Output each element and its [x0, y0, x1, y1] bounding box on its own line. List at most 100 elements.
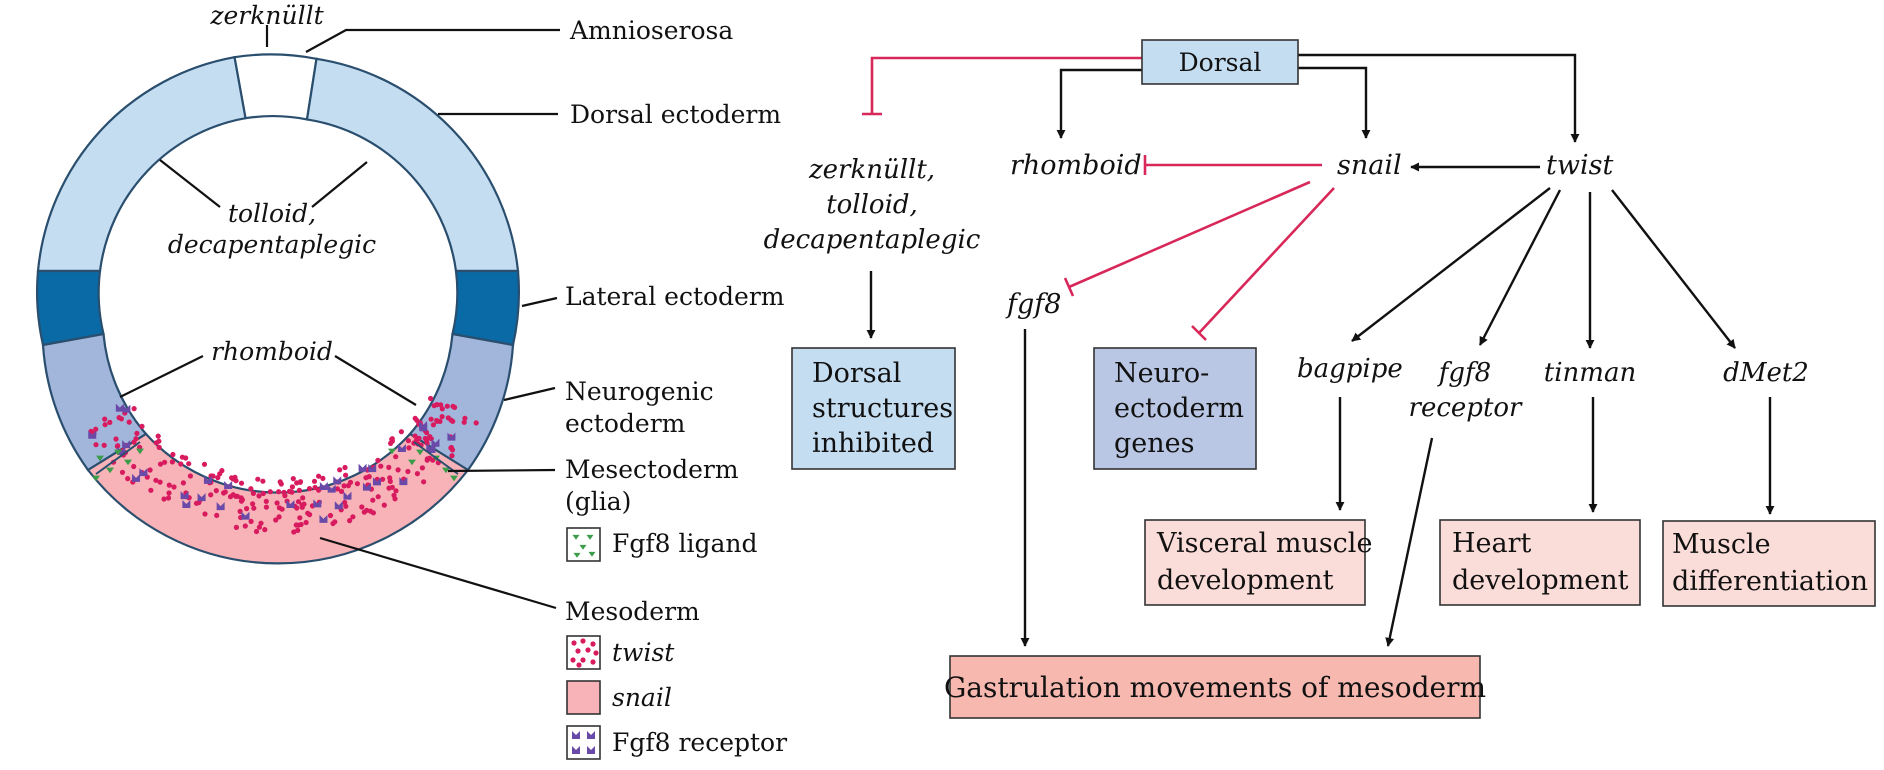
- twist-dot: [419, 465, 425, 471]
- ring-lateral-ectoderm-right: [451, 269, 520, 347]
- twist-dot: [293, 522, 299, 528]
- ligand-mark: [572, 534, 580, 540]
- twist-dot: [297, 515, 303, 521]
- gene-zerknullt-line3: decapentaplegic: [764, 225, 981, 255]
- twist-dot: [462, 415, 468, 421]
- label-dorsal-ectoderm: Dorsal ectoderm: [570, 100, 781, 129]
- legend-label-snail: snail: [612, 683, 672, 712]
- receptor-mark: [427, 445, 436, 454]
- twist-dot: [571, 640, 577, 646]
- twist-dot: [157, 461, 164, 467]
- twist-dot: [343, 503, 349, 509]
- twist-dot: [233, 524, 239, 531]
- ligand-mark: [573, 552, 581, 558]
- twist-dot: [260, 490, 266, 497]
- receptor-mark: [343, 491, 352, 500]
- label-rhomboid-inner: rhomboid: [211, 337, 333, 366]
- twist-dot: [208, 492, 214, 498]
- twist-dot: [434, 417, 440, 424]
- twist-dot: [93, 442, 99, 448]
- edge-dorsal-to-snail: [1298, 66, 1371, 139]
- twist-dot: [274, 500, 280, 506]
- twist-dot: [102, 416, 108, 422]
- twist-dot: [262, 527, 268, 533]
- twist-dot: [307, 511, 313, 518]
- twist-dot: [148, 487, 154, 493]
- twist-dot: [196, 499, 202, 506]
- twist-dot: [387, 475, 393, 481]
- receptor-mark: [180, 491, 189, 500]
- label-tolloid-line2: decapentaplegic: [168, 230, 376, 259]
- twist-dot: [237, 508, 243, 514]
- twist-dot: [260, 478, 266, 484]
- twist-dot: [161, 496, 167, 502]
- twist-dot: [570, 657, 576, 663]
- twist-dot: [320, 475, 326, 481]
- twist-dot: [291, 529, 297, 535]
- receptor-mark: [333, 476, 342, 485]
- twist-dot: [214, 512, 220, 519]
- legend-label-receptor: Fgf8 receptor: [612, 728, 787, 757]
- twist-dot: [290, 476, 296, 482]
- receptor-mark: [182, 499, 191, 508]
- twist-dot: [178, 461, 184, 467]
- receptor-mark: [216, 502, 225, 511]
- ligand-mark: [408, 459, 416, 466]
- twist-dot: [250, 501, 256, 507]
- receptor-icon: [572, 731, 595, 754]
- twist-dot: [448, 444, 454, 451]
- legend-twist: twist: [566, 635, 675, 670]
- twist-dot: [593, 650, 599, 656]
- mesectoderm-boundary-right: [413, 441, 459, 475]
- twist-dot: [295, 499, 302, 505]
- twist-dot: [393, 488, 399, 494]
- twist-dot: [416, 435, 422, 441]
- twist-dot: [256, 524, 262, 530]
- twist-dot: [375, 457, 381, 463]
- twist-dot: [208, 473, 214, 479]
- label-mesectoderm-line2: (glia): [565, 487, 631, 516]
- twist-dot: [250, 490, 256, 496]
- twist-dot: [165, 495, 172, 501]
- twist-dot: [256, 493, 262, 499]
- twist-dot: [438, 402, 444, 408]
- edge-dorsal-to-rhomboid: [1056, 68, 1142, 139]
- twist-dot: [341, 483, 347, 489]
- twist-dot: [147, 467, 153, 473]
- receptor-mark: [587, 731, 595, 739]
- twist-dot: [278, 481, 284, 487]
- edge-twist-to-dmet2: [1611, 189, 1736, 349]
- ligand-mark: [388, 448, 396, 455]
- twist-dot: [448, 417, 454, 423]
- leader-amnioserosa: [305, 28, 560, 53]
- twist-dot: [412, 433, 418, 439]
- twist-dot: [215, 475, 221, 481]
- twist-dot: [186, 461, 192, 467]
- ligand-mark: [96, 455, 104, 462]
- twist-dot: [219, 468, 225, 474]
- twist-dot: [316, 473, 322, 479]
- twist-dot: [406, 445, 412, 451]
- edge-snail-inhibits-fgf8-bar: [1063, 277, 1075, 297]
- twist-dot: [248, 518, 254, 525]
- mesectoderm-boundary-left: [95, 441, 141, 475]
- twist-dot: [334, 486, 340, 492]
- twist-dot: [392, 496, 398, 502]
- twist-dot: [381, 502, 387, 508]
- twist-dot: [350, 514, 356, 520]
- twist-dot: [126, 419, 132, 425]
- label-neurogenic-line1: Neurogenic: [565, 377, 714, 406]
- twist-dot: [389, 436, 395, 442]
- receptor-mark: [447, 432, 456, 441]
- twist-dot: [289, 484, 295, 490]
- receptor-mark: [327, 484, 336, 493]
- receptor-mark: [122, 404, 131, 413]
- twist-dot: [398, 429, 404, 435]
- twist-dot: [444, 403, 450, 409]
- twist-dot: [363, 475, 369, 481]
- receptor-mark: [286, 500, 295, 509]
- twist-dot: [153, 477, 159, 483]
- edge-snail-inhibits-neuro-bar: [1191, 325, 1207, 341]
- neuro-genes-line3: genes: [1114, 428, 1195, 459]
